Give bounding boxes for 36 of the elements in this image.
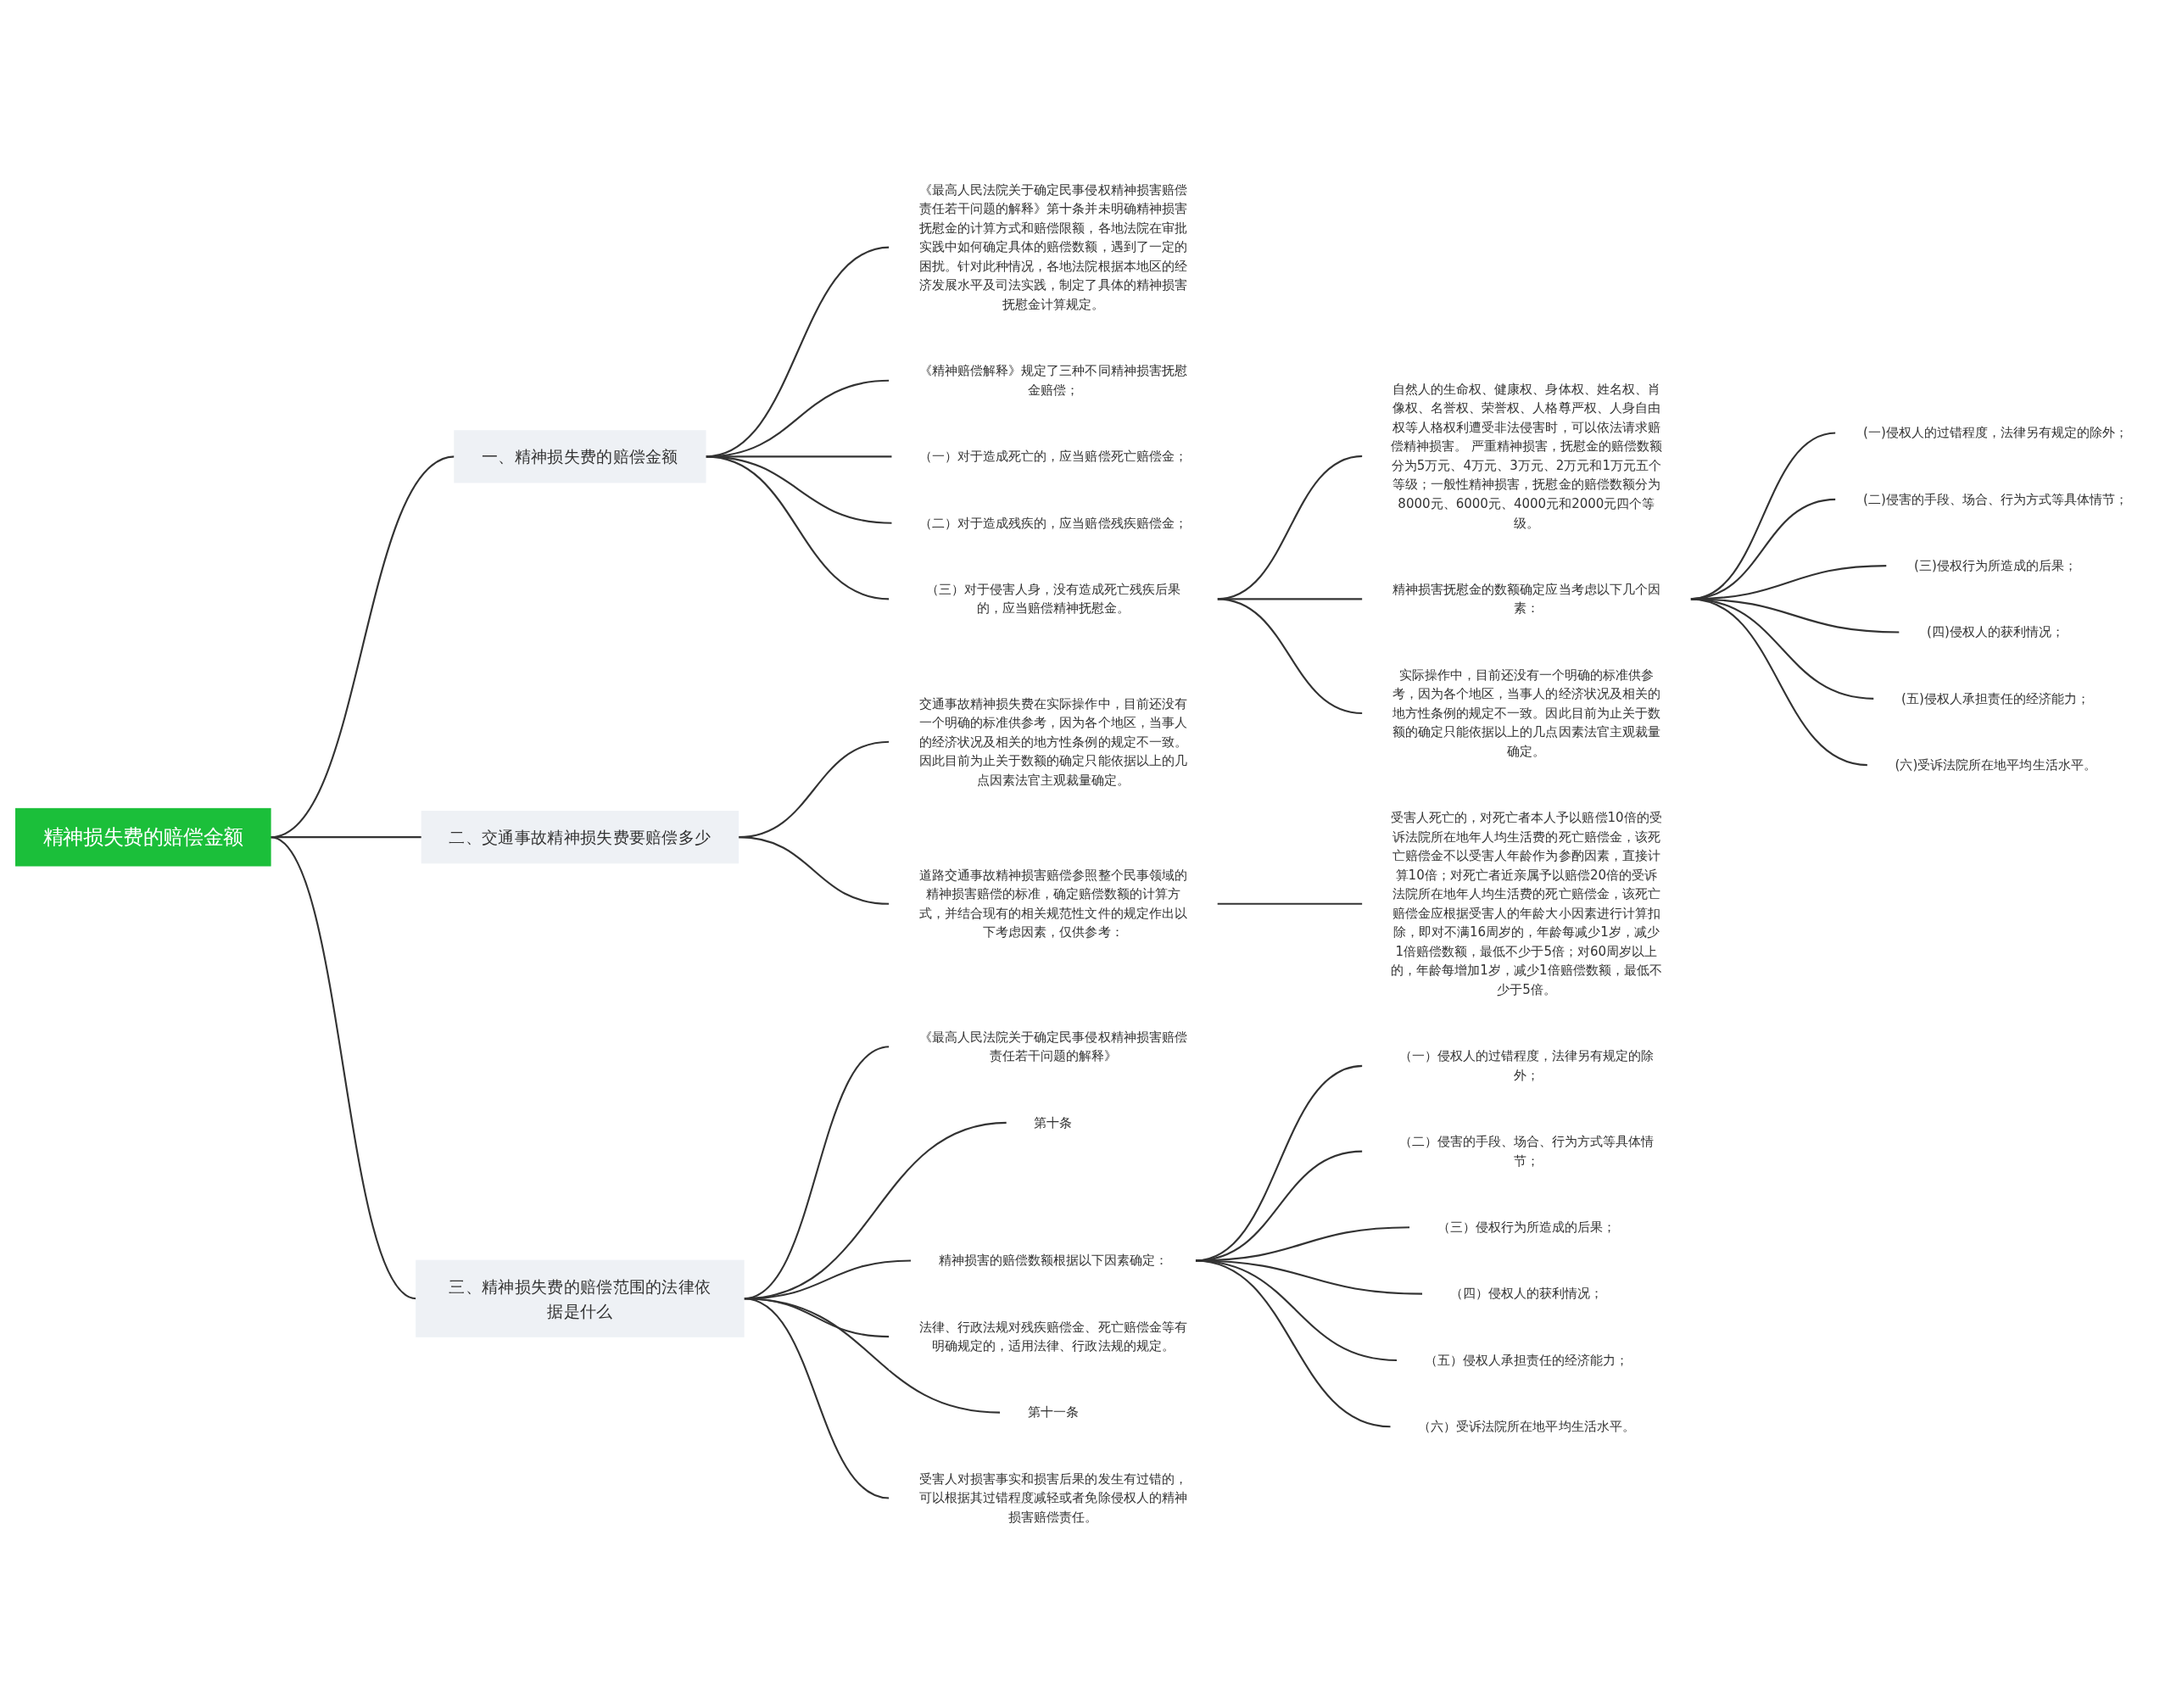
- node-text: 受害人对损害事实和损害后果的发生有过错的，可以根据其过错程度减轻或者免除侵权人的精神损害赔偿责任。: [919, 1471, 1187, 1525]
- node-text: (六)受诉法院所在地平均生活水平。: [1895, 757, 2096, 773]
- node-text: （四）侵权人的获利情况；: [1449, 1286, 1604, 1302]
- connector: [1195, 1259, 1398, 1362]
- node-text: 第十条: [1034, 1115, 1073, 1130]
- node-text: 《最高人民法院关于确定民事侵权精神损害赔偿责任若干问题的解释》第十条并未明确精神损害抚慰金的计算方式和赔偿限额，各地法院在审批实践中如何确定具体的赔偿数额，遇到了一定的困扰。针对此种情况，各地法院根据本地区的经济发展水平及司法实践，制定了具体的精神损害抚慰金计算规定。: [919, 182, 1187, 312]
- node-text: 法律、行政法规对残疾赔偿金、死亡赔偿金等有明确规定的，适用法律、行政法规的规定。: [919, 1320, 1187, 1354]
- node-text: 《精神赔偿解释》规定了三种不同精神损害抚慰金赔偿；: [919, 363, 1187, 398]
- node-box: 一、精神损失费的赔偿金额: [454, 430, 706, 483]
- node-text: 实际操作中，目前还没有一个明确的标准供参考，因为各个地区，当事人的经济状况及相关的地方性条例的规定不一致。因此目前为止关于数额的确定只能依据以上的几点因素法官主观裁量确定。: [1392, 667, 1660, 759]
- node-text: 受害人死亡的，对死亡者本人予以赔偿10倍的受诉法院所在地年人均生活费的死亡赔偿金，该死亡赔偿金不以受害人年龄作为参酌因素，直接计算10倍；对死亡者近亲属予以赔偿20倍的受诉法院所在地年人均生活费的死亡赔偿金，该死亡赔偿金应根据受害人的年龄大小因素进行计算扣除，即对不满16周岁的，年龄每减少1岁，减少1倍赔偿数额，最低不少于5倍；对60周岁以上的，年龄每增加1岁，减少1倍赔偿数额，最低不少于5倍。: [1391, 810, 1662, 997]
- node-text: （六）受诉法院所在地平均生活水平。: [1418, 1419, 1635, 1434]
- node-text: (一)侵权人的过错程度，法律另有规定的除外；: [1862, 425, 2129, 440]
- node-box: 精神损失费的赔偿金额: [15, 808, 271, 867]
- connector: [738, 836, 890, 906]
- node-text: (四)侵权人的获利情况；: [1927, 624, 2065, 640]
- node-text: （二）侵害的手段、场合、行为方式等具体情节；: [1398, 1134, 1655, 1169]
- node-text: （一）侵权人的过错程度，法律另有规定的除外；: [1398, 1048, 1655, 1083]
- node-text: 道路交通事故精神损害赔偿参照整个民事领域的精神损害赔偿的标准，确定赔偿数额的计算方式，并结合现有的相关规范性文件的规定作出以下考虑因素，仅供参考：: [919, 868, 1187, 941]
- node-box: 三、精神损失费的赔偿范围的法律依据是什么: [416, 1260, 745, 1338]
- node-text: 第十一条: [1027, 1405, 1079, 1421]
- node-text: （三）侵权行为所造成的后果；: [1437, 1220, 1616, 1235]
- connector: [1217, 903, 1363, 906]
- node-text: 精神损害的赔偿数额根据以下因素确定：: [938, 1253, 1169, 1268]
- node-text: 自然人的生命权、健康权、身体权、姓名权、肖像权、名誉权、荣誉权、人格尊严权、人身自由权等人格权利遭受非法侵害时，可以依法请求赔偿精神损害。 严重精神损害，抚慰金的赔偿数额分为5万元、4万元、3万元、2万元和1万元五个等级；一般性精神损害，抚慰金的赔偿数额分为8000元、6000元、4000元和2000元四个等级。: [1390, 382, 1663, 531]
- node-text: 交通事故精神损失费在实际操作中，目前还没有一个明确的标准供参考，因为各个地区，当事人的经济状况及相关的地方性条例的规定不一致。因此目前为止关于数额的确定只能依据以上的几点因素法官主观裁量确定。: [919, 696, 1187, 788]
- node-text: （五）侵权人承担责任的经济能力；: [1424, 1353, 1629, 1368]
- node-text: (五)侵权人承担责任的经济能力；: [1901, 691, 2090, 706]
- node-text: (二)侵害的手段、场合、行为方式等具体情节；: [1862, 492, 2129, 507]
- node-text: （三）对于侵害人身，没有造成死亡残疾后果的，应当赔偿精神抚慰金。: [925, 582, 1181, 617]
- node-text: (三)侵权行为所造成的后果；: [1914, 558, 2078, 573]
- node-text: 《最高人民法院关于确定民事侵权精神损害赔偿责任若干问题的解释》: [919, 1030, 1187, 1064]
- node-text: （一）对于造成死亡的，应当赔偿死亡赔偿金；: [919, 449, 1187, 464]
- node-box: 二、交通事故精神损失费要赔偿多少: [421, 811, 739, 864]
- node-text: （二）对于造成残疾的，应当赔偿残疾赔偿金；: [919, 516, 1187, 531]
- node-text: 精神损害抚慰金的数额确定应当考虑以下几个因素：: [1392, 582, 1660, 617]
